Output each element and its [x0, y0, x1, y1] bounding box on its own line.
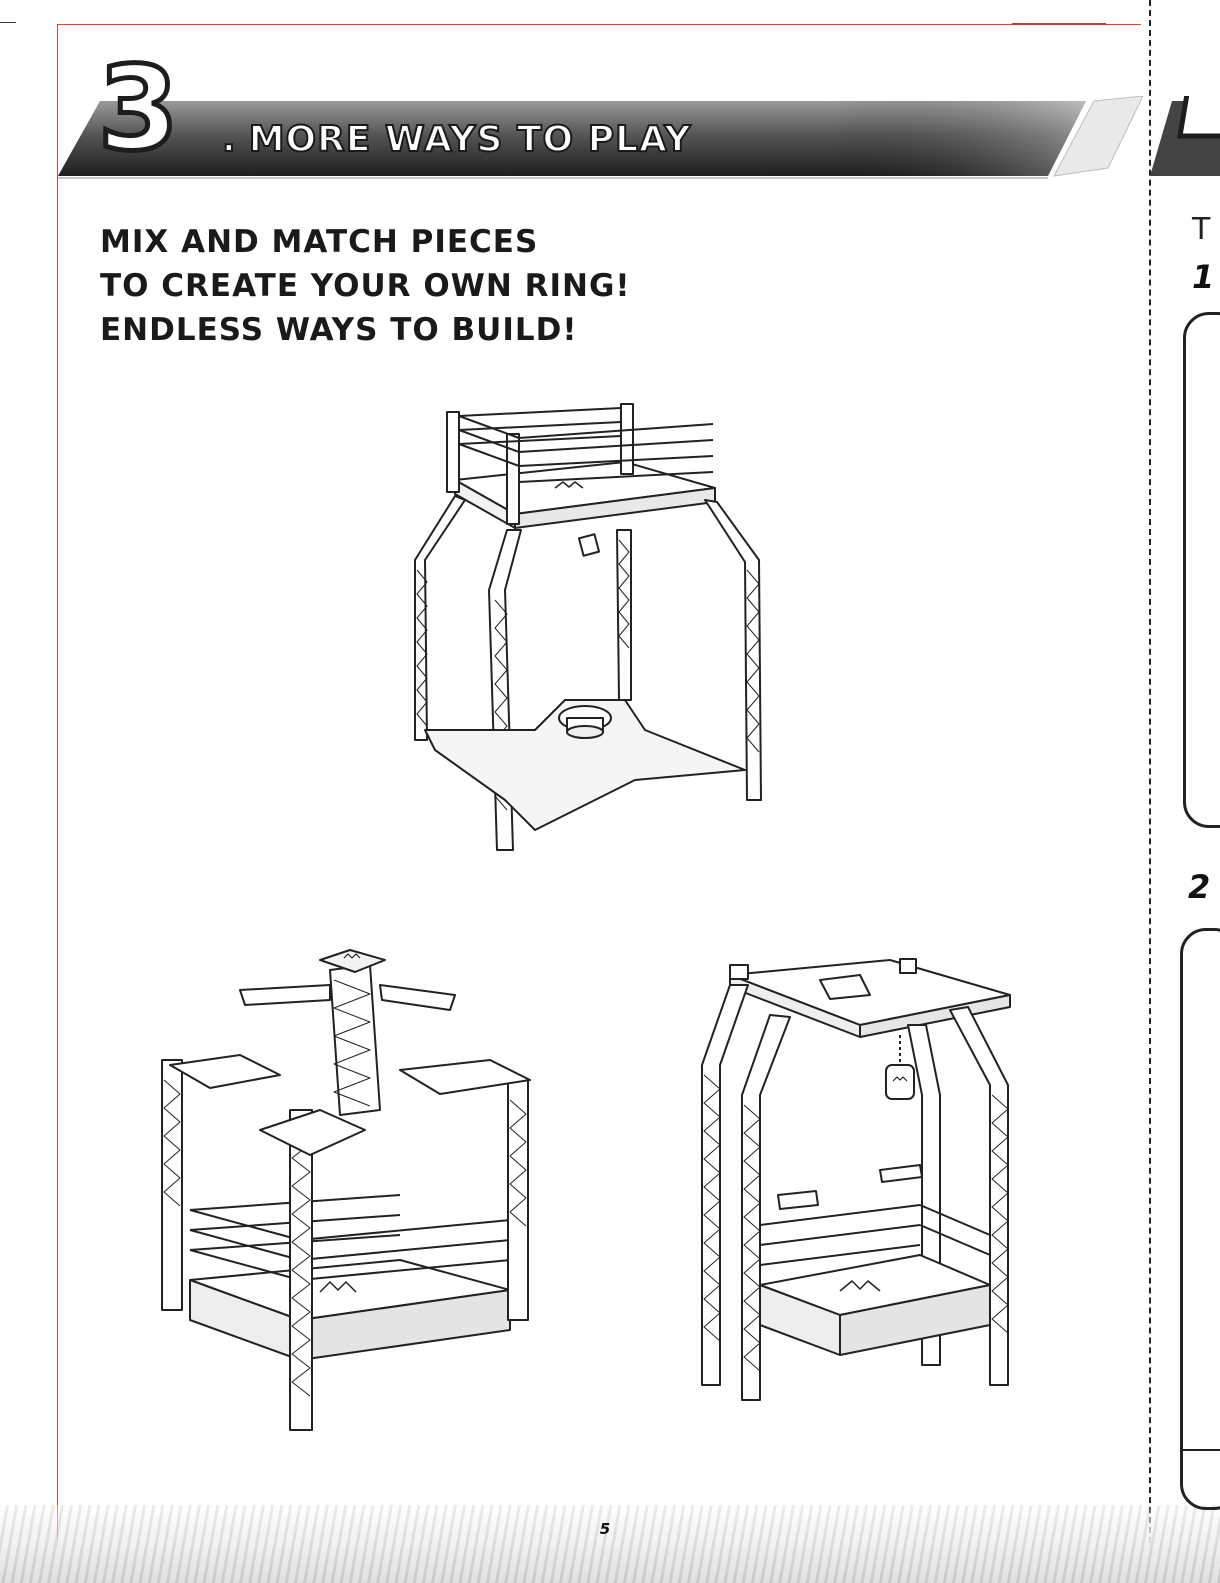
headline-line-3: ENDLESS WAYS TO BUILD! [100, 308, 631, 352]
next-page-box-2 [1180, 928, 1220, 1510]
page-number: 5 [590, 1520, 620, 1538]
next-page-text: T [1192, 212, 1210, 247]
next-page-box-1 [1183, 312, 1220, 828]
crop-mark-right [1012, 23, 1106, 25]
section-number: 3 [98, 52, 177, 168]
section-number-dot: . [222, 119, 237, 160]
next-page-edge: T 1 2 [1150, 0, 1220, 1583]
headline: MIX AND MATCH PIECES TO CREATE YOUR OWN … [100, 220, 631, 352]
bottom-decorative-band [0, 1505, 1220, 1583]
ring-under-hanging-belt-tower-icon [690, 955, 1035, 1420]
crop-mark [0, 22, 16, 23]
next-page-step-2: 2 [1188, 868, 1210, 906]
next-page-step-1: 1 [1192, 258, 1214, 296]
section-title-text: MORE WAYS TO PLAY [249, 119, 692, 160]
ring-on-tall-truss-stand-icon [395, 400, 790, 890]
section-title: . MORE WAYS TO PLAY [222, 120, 692, 160]
next-section-banner [1150, 96, 1220, 182]
headline-line-1: MIX AND MATCH PIECES [100, 220, 631, 264]
headline-line-2: TO CREATE YOUR OWN RING! [100, 264, 631, 308]
ring-under-elevated-platforms-icon [150, 940, 550, 1440]
